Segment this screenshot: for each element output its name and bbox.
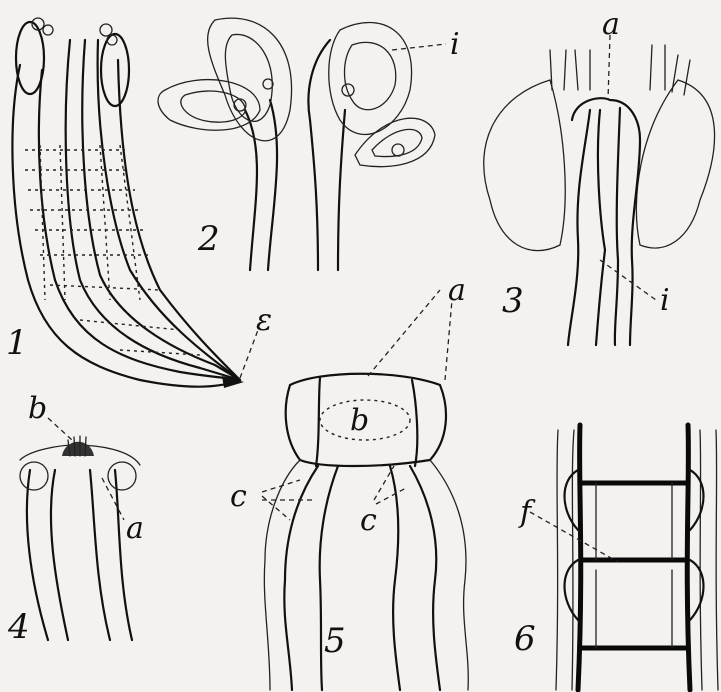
figure-4-number: 4	[7, 607, 30, 647]
figure-6-label-f: f	[518, 495, 536, 530]
figure-6-number: 6	[514, 619, 536, 659]
figure-6-specimen: f 6	[514, 425, 718, 690]
figure-2-specimen: i 2	[158, 18, 460, 270]
figure-5-label-c-right: c	[360, 503, 377, 538]
figure-5-label-c-left: c	[230, 479, 247, 514]
figure-1-number: 1	[6, 323, 28, 363]
figure-1-label-epsilon: ε	[256, 303, 272, 338]
figure-5-label-a: a	[448, 273, 466, 308]
figure-3-label-i: i	[660, 283, 670, 318]
figure-3-specimen: a i 3	[484, 7, 715, 345]
figure-5-number: 5	[324, 621, 346, 661]
figure-2-number: 2	[197, 219, 220, 259]
figure-1-specimen: ε 1	[6, 18, 272, 388]
figure-3-label-a: a	[602, 7, 620, 42]
figure-4-label-a: a	[126, 511, 144, 546]
figure-3-number: 3	[502, 281, 524, 321]
figure-4-specimen: b a 4	[7, 391, 144, 647]
figure-2-label-i: i	[450, 27, 460, 62]
figure-5-label-b: b	[350, 403, 369, 438]
figure-4-label-b: b	[28, 391, 47, 426]
